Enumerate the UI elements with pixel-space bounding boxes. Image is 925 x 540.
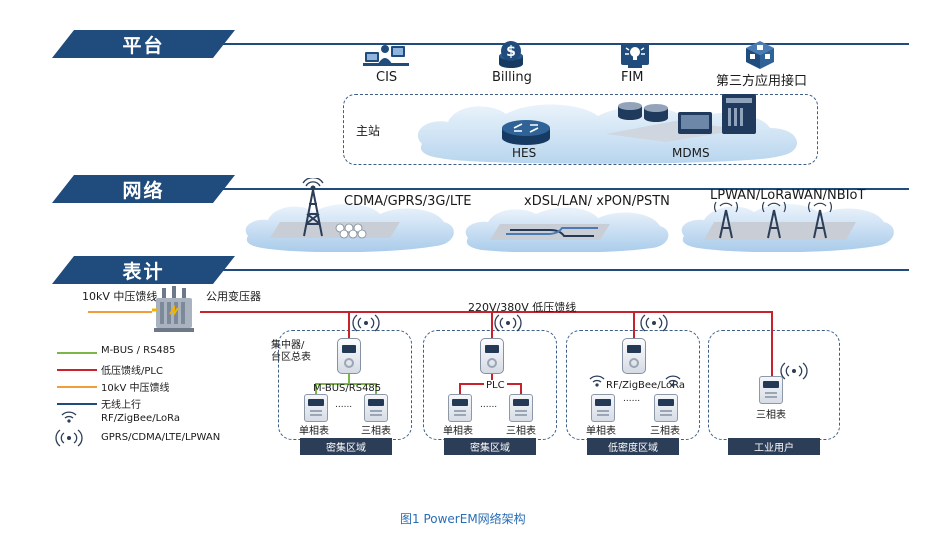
legend-label-mbus: M-BUS / RS485 xyxy=(101,345,176,356)
cis-icon xyxy=(363,45,409,66)
system-label-third-party: 第三方应用接口 xyxy=(716,74,808,89)
single-phase-meter-3 xyxy=(591,394,615,422)
legend-label-wireless-uplink: 无线上行 xyxy=(101,400,141,411)
mdms-label: MDMS xyxy=(672,146,710,160)
system-label-billing: Billing xyxy=(492,70,532,85)
ellipsis-3: ...... xyxy=(623,394,641,404)
drop-line-1 xyxy=(348,311,350,341)
transformer-icon xyxy=(152,286,194,332)
single-phase-meter-1 xyxy=(304,394,328,422)
transformer-label: 公用变压器 xyxy=(206,290,261,303)
hes-router-icon xyxy=(502,120,550,145)
mdms-servers-icon xyxy=(606,94,756,142)
third-party-interface-icon xyxy=(746,41,774,69)
drop-line-2 xyxy=(491,311,493,341)
single-phase-meter-2 xyxy=(448,394,472,422)
cell-tower-icon xyxy=(302,178,324,237)
three-phase-label-3: 三相表 xyxy=(650,426,680,437)
legend-gprs-icon xyxy=(55,429,83,447)
plc-branch-2b xyxy=(520,383,522,395)
three-phase-meter-2 xyxy=(509,394,533,422)
platform-divider xyxy=(200,43,909,45)
rf-signal-icon xyxy=(665,375,681,387)
section-platform: 平台 xyxy=(52,30,235,58)
gprs-signal-icon xyxy=(352,314,380,332)
rf-signal-icon xyxy=(589,375,605,387)
plc-branch-2a xyxy=(459,383,461,395)
drop-line-4 xyxy=(771,311,773,378)
low-voltage-feeder-line xyxy=(200,311,772,313)
network-label-wired: xDSL/LAN/ xPON/PSTN xyxy=(524,194,670,209)
legend-swatch-plc xyxy=(57,369,97,371)
three-phase-label-4: 三相表 xyxy=(756,410,786,421)
legend-swatch-mbus xyxy=(57,352,97,354)
gprs-signal-icon xyxy=(780,362,808,380)
figure-caption: 图1 PowerEM网络架构 xyxy=(400,512,526,526)
concentrator-label: 集中器/ 台区总表 xyxy=(271,340,311,363)
concentrator-2 xyxy=(480,338,504,374)
concentrator-1 xyxy=(337,338,361,374)
gprs-signal-icon xyxy=(494,314,522,332)
bus-line-1 xyxy=(315,383,376,385)
legend-label-10kv: 10kV 中压馈线 xyxy=(101,383,170,394)
ellipsis-2: ...... xyxy=(480,400,498,410)
three-phase-label-2: 三相表 xyxy=(506,426,536,437)
billing-icon: $ xyxy=(499,41,523,68)
master-station-label: 主站 xyxy=(356,124,381,138)
bus-branch-1b xyxy=(375,383,377,395)
legend-label-plc: 低压馈线/PLC xyxy=(101,366,163,377)
three-phase-meter-4 xyxy=(759,376,783,404)
legend-label-rf: RF/ZigBee/LoRa xyxy=(101,413,180,424)
region-label-dense-1: 密集区域 xyxy=(300,438,392,455)
three-phase-label-1: 三相表 xyxy=(361,426,391,437)
plc-drop-2 xyxy=(491,374,493,384)
concentrator-3 xyxy=(622,338,646,374)
meter-divider xyxy=(200,269,909,271)
legend-swatch-10kv xyxy=(57,386,97,388)
network-label-lpwan: LPWAN/LoRaWAN/NBIoT xyxy=(710,188,866,203)
single-phase-label-1: 单相表 xyxy=(299,426,329,437)
drop-line-3 xyxy=(633,311,635,341)
hes-label: HES xyxy=(512,146,537,160)
network-cloud-lpwan xyxy=(681,201,894,252)
bus-drop-1 xyxy=(348,374,350,384)
network-cloud-cellular xyxy=(245,203,454,252)
network-divider xyxy=(200,188,909,190)
svg-text:$: $ xyxy=(506,44,516,60)
legend-label-gprs: GPRS/CDMA/LTE/LPWAN xyxy=(101,432,221,443)
three-phase-meter-3 xyxy=(654,394,678,422)
legend-swatch-wireless-uplink xyxy=(57,403,97,405)
system-label-cis: CIS xyxy=(376,70,398,85)
section-meter: 表计 xyxy=(52,256,235,284)
region-label-low-density: 低密度区域 xyxy=(587,438,679,455)
region-label-industrial: 工业用户 xyxy=(728,438,820,455)
section-network: 网络 xyxy=(52,175,235,203)
link-label-mbus: M-BUS/RS485 xyxy=(313,383,382,394)
legend-rf-icon xyxy=(61,411,77,423)
ellipsis-1: ...... xyxy=(335,400,353,410)
feeder-10kv-label: 10kV 中压馈线 xyxy=(82,290,158,303)
link-label-rf: RF/ZigBee/LoRa xyxy=(606,380,685,391)
link-label-plc: PLC xyxy=(484,380,507,391)
region-label-dense-2: 密集区域 xyxy=(444,438,536,455)
single-phase-label-2: 单相表 xyxy=(443,426,473,437)
bus-branch-1a xyxy=(315,383,317,395)
network-label-cellular: CDMA/GPRS/3G/LTE xyxy=(344,194,472,209)
system-label-fim: FIM xyxy=(621,70,644,85)
single-phase-label-3: 单相表 xyxy=(586,426,616,437)
gprs-signal-icon xyxy=(640,314,668,332)
fim-icon xyxy=(621,43,649,68)
three-phase-meter-1 xyxy=(364,394,388,422)
low-voltage-feeder-label: 220V/380V 低压馈线 xyxy=(468,301,577,314)
feeder-10kv-line xyxy=(88,311,152,313)
master-station-box xyxy=(343,94,818,165)
network-cloud-wired xyxy=(465,207,669,252)
